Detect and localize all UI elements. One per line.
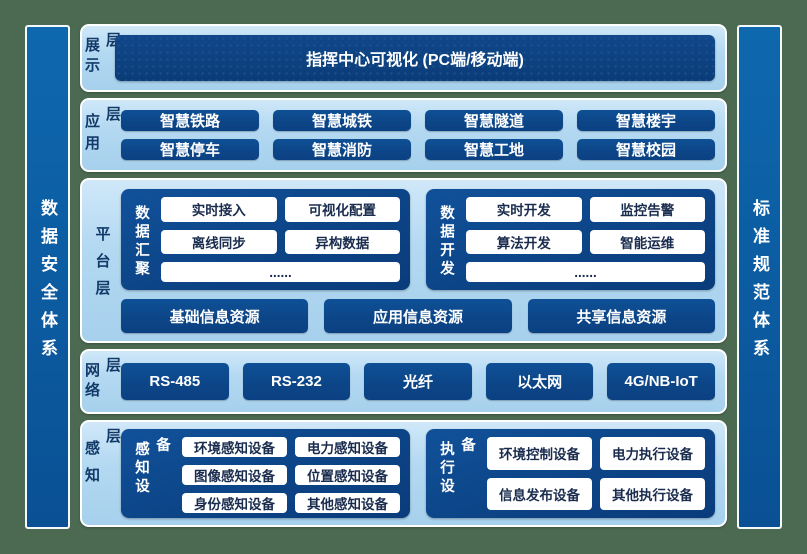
sensing-devices-label: 感知设备 (133, 437, 170, 497)
execution-devices-panel: 执行设备 环境控制设备 电力执行设备 信息发布设备 其他执行设备 (426, 429, 715, 518)
block-info-publish: 信息发布设备 (487, 477, 592, 510)
data-aggregation-panel: 数据汇聚 实时接入 可视化配置 离线同步 异构数据 ...... (121, 189, 410, 290)
block-heterogeneous-data: 异构数据 (284, 229, 400, 255)
perception-content: 感知设备 环境感知设备 电力感知设备 图像感知设备 位置感知设备 身份感知设备 … (115, 428, 715, 519)
data-development-items: 实时开发 监控告警 算法开发 智能运维 ...... (466, 197, 705, 282)
block-rs485: RS-485 (121, 363, 229, 400)
block-application-info-resource: 应用信息资源 (324, 299, 512, 333)
app-block-smart-firefighting: 智慧消防 (273, 139, 411, 160)
platform-content: 数据汇聚 实时接入 可视化配置 离线同步 异构数据 ...... 数据开发 实时… (115, 186, 715, 335)
block-algorithm-dev: 算法开发 (466, 229, 582, 255)
information-resources-row: 基础信息资源 应用信息资源 共享信息资源 (121, 299, 715, 333)
block-basic-info-resource: 基础信息资源 (121, 299, 309, 333)
standard-spec-system-label: 标准规范体系 (750, 198, 769, 367)
block-offline-sync: 离线同步 (161, 229, 277, 255)
execution-devices-items: 环境控制设备 电力执行设备 信息发布设备 其他执行设备 (487, 437, 705, 510)
execution-devices-label: 执行设备 (438, 437, 475, 497)
network-blocks: RS-485 RS-232 光纤 以太网 4G/NB-IoT (115, 357, 715, 406)
sensing-devices-panel: 感知设备 环境感知设备 电力感知设备 图像感知设备 位置感知设备 身份感知设备 … (121, 429, 410, 518)
block-env-control: 环境控制设备 (487, 437, 592, 470)
layer-network: 网络层 RS-485 RS-232 光纤 以太网 4G/NB-IoT (80, 349, 727, 414)
layer-display-content: 指挥中心可视化 (PC端/移动端) (115, 32, 715, 84)
data-development-panel: 数据开发 实时开发 监控告警 算法开发 智能运维 ...... (426, 189, 715, 290)
block-aggregation-more: ...... (161, 262, 400, 282)
app-block-smart-metro: 智慧城铁 (273, 110, 411, 131)
app-block-smart-tunnel: 智慧隧道 (425, 110, 563, 131)
layer-display: 展示层 指挥中心可视化 (PC端/移动端) (80, 24, 727, 92)
platform-subpanels: 数据汇聚 实时接入 可视化配置 离线同步 异构数据 ...... 数据开发 实时… (121, 189, 715, 290)
layer-perception: 感知层 感知设备 环境感知设备 电力感知设备 图像感知设备 位置感知设备 身份感… (80, 420, 727, 527)
block-monitor-alert: 监控告警 (589, 197, 705, 222)
data-aggregation-label: 数据汇聚 (133, 204, 149, 279)
data-aggregation-items: 实时接入 可视化配置 离线同步 异构数据 ...... (161, 197, 400, 282)
block-other-execution: 其他执行设备 (600, 477, 705, 510)
block-power-sensing: 电力感知设备 (295, 437, 400, 457)
layer-platform-label: 平台层 (93, 226, 111, 307)
block-shared-info-resource: 共享信息资源 (527, 299, 715, 333)
data-security-system-label: 数据安全体系 (38, 198, 57, 367)
block-env-sensing: 环境感知设备 (182, 437, 287, 457)
data-development-label: 数据开发 (438, 204, 454, 279)
sensing-devices-items: 环境感知设备 电力感知设备 图像感知设备 位置感知设备 身份感知设备 其他感知设… (182, 437, 400, 513)
block-realtime-access: 实时接入 (161, 197, 277, 222)
block-power-execution: 电力执行设备 (600, 437, 705, 470)
block-4g-nbiot: 4G/NB-IoT (607, 363, 715, 400)
block-position-sensing: 位置感知设备 (295, 465, 400, 485)
app-block-smart-building: 智慧楼宇 (577, 110, 715, 131)
application-blocks: 智慧铁路 智慧城铁 智慧隧道 智慧楼宇 智慧停车 智慧消防 智慧工地 智慧校园 (115, 106, 715, 164)
block-fiber: 光纤 (364, 363, 472, 400)
block-ethernet: 以太网 (485, 363, 594, 400)
app-block-smart-parking: 智慧停车 (121, 139, 259, 160)
block-realtime-dev: 实时开发 (466, 197, 582, 222)
layer-display-label: 展示层 (83, 32, 121, 77)
app-block-smart-railway: 智慧铁路 (121, 110, 259, 131)
data-security-system-bar: 数据安全体系 (25, 25, 70, 529)
layers-column: 展示层 指挥中心可视化 (PC端/移动端) 应用层 智慧铁路 智慧城铁 智慧隧道… (80, 24, 727, 529)
layer-network-label: 网络层 (83, 357, 121, 402)
standard-spec-system-bar: 标准规范体系 (737, 25, 782, 529)
layer-application-label: 应用层 (83, 106, 121, 157)
block-intelligent-ops: 智能运维 (589, 229, 705, 255)
app-block-smart-campus: 智慧校园 (577, 139, 715, 160)
command-center-visualization-block: 指挥中心可视化 (PC端/移动端) (115, 35, 715, 81)
layer-platform: 平台层 数据汇聚 实时接入 可视化配置 离线同步 异构数据 ...... (80, 178, 727, 343)
block-image-sensing: 图像感知设备 (182, 465, 287, 485)
app-block-smart-worksite: 智慧工地 (425, 139, 563, 160)
block-development-more: ...... (466, 262, 705, 282)
layer-application: 应用层 智慧铁路 智慧城铁 智慧隧道 智慧楼宇 智慧停车 智慧消防 智慧工地 智… (80, 98, 727, 172)
block-rs232: RS-232 (242, 363, 351, 400)
block-identity-sensing: 身份感知设备 (182, 493, 287, 513)
layer-perception-label: 感知层 (83, 428, 121, 494)
block-visual-config: 可视化配置 (284, 197, 400, 222)
block-other-sensing: 其他感知设备 (295, 493, 400, 513)
